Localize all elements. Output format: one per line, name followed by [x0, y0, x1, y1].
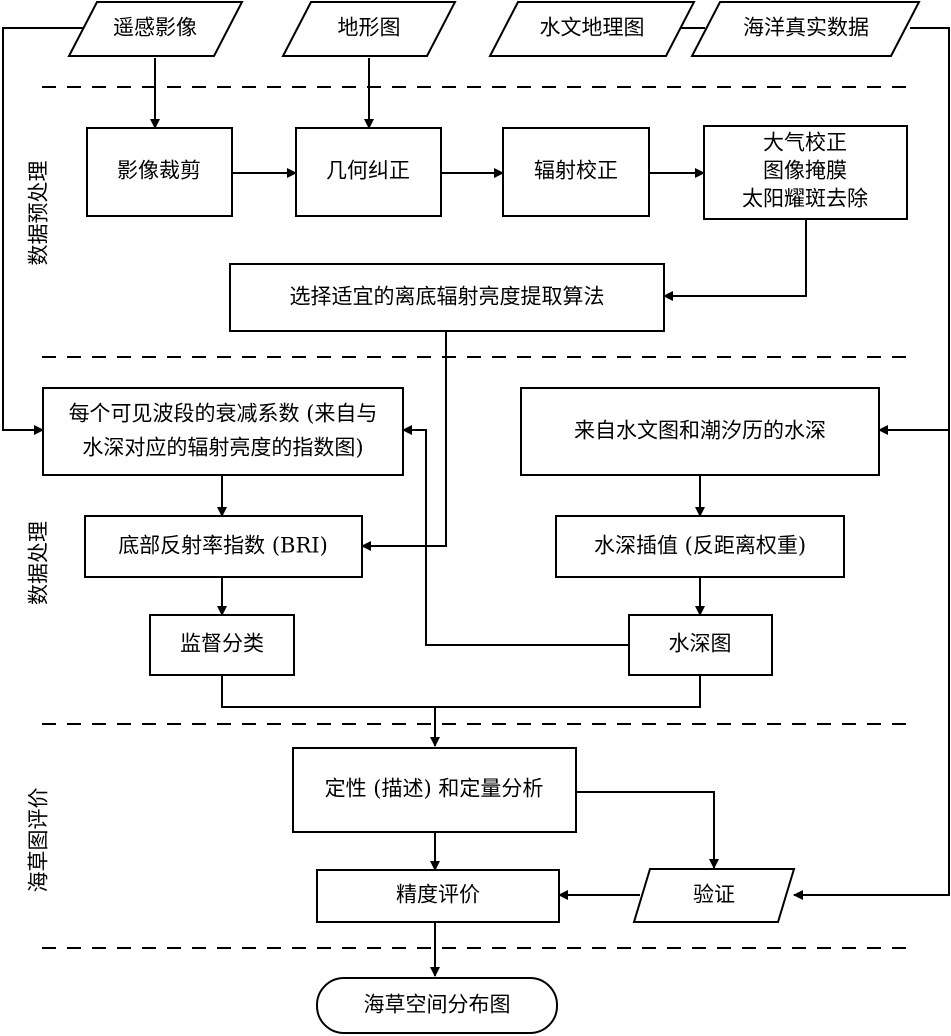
input-remote-sensing: 遥感影像 [67, 1, 244, 57]
svg-text:验证: 验证 [693, 883, 735, 907]
edge-merge-results [221, 675, 701, 708]
box-geometric-correction: 几何纠正 [295, 127, 442, 217]
edge-ocean-to-validation [793, 430, 950, 900]
input-ocean-truth-data: 海洋真实数据 [690, 1, 921, 57]
box-depth-map: 水深图 [628, 614, 773, 676]
edge-analysis-to-validation [576, 791, 719, 869]
edge-ocean-to-water-depth [878, 27, 950, 435]
svg-text:水深插值 (反距离权重): 水深插值 (反距离权重) [594, 534, 806, 558]
svg-text:图像掩膜: 图像掩膜 [763, 159, 847, 183]
box-image-crop: 影像裁剪 [86, 127, 233, 217]
svg-text:海草空间分布图: 海草空间分布图 [364, 993, 511, 1017]
svg-text:海洋真实数据: 海洋真实数据 [743, 16, 869, 40]
svg-text:水深图: 水深图 [669, 632, 732, 656]
section-label-evaluation: 海草图评价 [27, 788, 51, 893]
svg-text:来自水文图和潮汐历的水深: 来自水文图和潮汐历的水深 [574, 419, 826, 443]
section-label-processing: 数据处理 [27, 521, 51, 605]
svg-text:影像裁剪: 影像裁剪 [117, 159, 201, 183]
svg-text:监督分类: 监督分类 [180, 632, 264, 656]
svg-text:选择适宜的离底辐射亮度提取算法: 选择适宜的离底辐射亮度提取算法 [290, 285, 605, 309]
box-analysis: 定性 (描述) 和定量分析 [292, 747, 577, 833]
box-radiometric-correction: 辐射校正 [502, 127, 650, 217]
box-water-depth-source: 来自水文图和潮汐历的水深 [520, 387, 880, 476]
box-attenuation-coefficient: 每个可见波段的衰减系数 (来自与 水深对应的辐射亮度的指数图) [42, 387, 404, 476]
box-corrections: 大气校正 图像掩膜 太阳耀斑去除 [703, 125, 908, 220]
section-separators [42, 86, 912, 949]
svg-text:辐射校正: 辐射校正 [534, 159, 618, 183]
svg-text:底部反射率指数 (BRI): 底部反射率指数 (BRI) [118, 534, 328, 558]
box-validation: 验证 [632, 868, 796, 923]
svg-text:太阳耀斑去除: 太阳耀斑去除 [742, 187, 868, 211]
box-supervised-classification: 监督分类 [149, 614, 295, 676]
svg-text:水深对应的辐射亮度的指数图): 水深对应的辐射亮度的指数图) [82, 436, 363, 460]
svg-text:地形图: 地形图 [338, 16, 401, 40]
terminal-output-map: 海草空间分布图 [316, 977, 558, 1034]
box-bottom-reflectance-index: 底部反射率指数 (BRI) [84, 515, 363, 578]
svg-text:遥感影像: 遥感影像 [113, 16, 197, 40]
box-extraction-algorithm: 选择适宜的离底辐射亮度提取算法 [229, 263, 665, 332]
input-hydrographic-map: 水文地理图 [488, 1, 696, 57]
svg-text:精度评价: 精度评价 [396, 883, 480, 907]
svg-text:水文地理图: 水文地理图 [540, 16, 645, 40]
edge-corrections-to-algorithm [663, 219, 807, 301]
edge-remote-to-attenuation [2, 27, 93, 435]
edge-algorithm-to-bri [361, 331, 447, 551]
section-label-preprocessing: 数据预处理 [27, 161, 51, 266]
svg-text:每个可见波段的衰减系数 (来自与: 每个可见波段的衰减系数 (来自与 [69, 402, 378, 426]
box-accuracy-assessment: 精度评价 [316, 869, 560, 923]
box-depth-interpolation: 水深插值 (反距离权重) [555, 515, 845, 578]
svg-text:几何纠正: 几何纠正 [326, 159, 410, 183]
input-topographic-map: 地形图 [281, 1, 457, 57]
edges [2, 27, 950, 977]
edge-depth-map-to-attenuation [402, 425, 629, 646]
svg-text:大气校正: 大气校正 [763, 131, 847, 155]
svg-text:定性 (描述) 和定量分析: 定性 (描述) 和定量分析 [325, 777, 544, 801]
